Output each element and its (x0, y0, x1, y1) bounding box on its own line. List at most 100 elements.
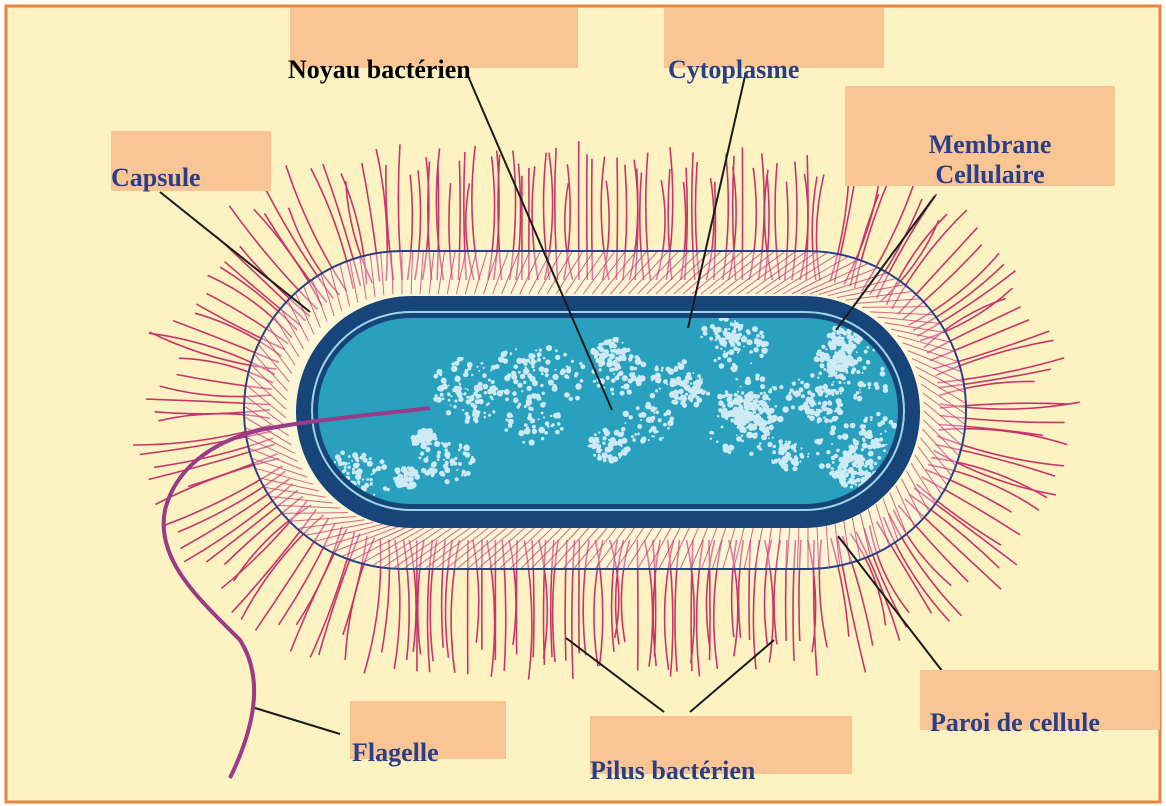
nucleoid-speck (571, 360, 574, 363)
nucleoid-speck (752, 414, 754, 416)
nucleoid-speck (819, 352, 825, 358)
nucleoid-speck (820, 409, 823, 412)
nucleoid-speck (589, 444, 593, 448)
nucleoid-speck (575, 396, 580, 401)
nucleoid-speck (674, 389, 678, 393)
nucleoid-speck (767, 416, 769, 418)
nucleoid-speck (453, 405, 457, 409)
nucleoid-speck (478, 370, 480, 372)
nucleoid-speck (856, 351, 858, 353)
nucleoid-speck (437, 458, 440, 461)
nucleoid-speck (505, 428, 509, 432)
nucleoid-speck (714, 359, 717, 362)
nucleoid-speck (758, 421, 764, 427)
nucleoid-speck (862, 443, 868, 449)
nucleoid-speck (530, 361, 535, 366)
nucleoid-speck (618, 371, 623, 376)
nucleoid-speck (872, 445, 876, 449)
nucleoid-speck (729, 403, 732, 406)
nucleoid-speck (732, 363, 736, 367)
nucleoid-speck (547, 425, 550, 428)
nucleoid-speck (539, 348, 542, 351)
nucleoid-speck (837, 353, 843, 359)
nucleoid-speck (555, 355, 560, 360)
label-cytoplasme: Cytoplasme (668, 55, 799, 85)
nucleoid-speck (822, 384, 828, 390)
nucleoid-speck (668, 420, 673, 425)
nucleoid-speck (784, 464, 786, 466)
nucleoid-speck (359, 474, 361, 476)
nucleoid-speck (847, 381, 851, 385)
nucleoid-speck (782, 456, 788, 462)
nucleoid-speck (411, 471, 415, 475)
nucleoid-speck (555, 430, 560, 435)
nucleoid-speck (396, 470, 400, 474)
nucleoid-speck (715, 346, 719, 350)
nucleoid-speck (866, 473, 871, 478)
nucleoid-speck (825, 395, 828, 398)
nucleoid-speck (442, 397, 445, 400)
nucleoid-speck (655, 389, 658, 392)
nucleoid-speck (823, 416, 826, 419)
nucleoid-speck (613, 350, 616, 353)
nucleoid-speck (799, 453, 803, 457)
nucleoid-speck (369, 457, 372, 460)
nucleoid-speck (663, 379, 668, 384)
nucleoid-speck (862, 438, 865, 441)
nucleoid-speck (588, 437, 594, 443)
nucleoid-speck (853, 368, 856, 371)
nucleoid-speck (369, 478, 372, 481)
nucleoid-speck (650, 419, 654, 423)
nucleoid-speck (837, 342, 839, 344)
nucleoid-speck (366, 478, 369, 481)
nucleoid-speck (497, 390, 503, 396)
nucleoid-speck (524, 428, 530, 434)
nucleoid-speck (353, 463, 359, 469)
nucleoid-speck (740, 431, 742, 433)
nucleoid-speck (819, 463, 825, 469)
nucleoid-speck (752, 427, 755, 430)
nucleoid-speck (427, 456, 429, 458)
nucleoid-speck (760, 384, 765, 389)
nucleoid-speck (831, 443, 833, 445)
nucleoid-speck (737, 391, 739, 393)
nucleoid-speck (843, 468, 848, 473)
nucleoid-speck (680, 401, 684, 405)
nucleoid-speck (441, 473, 445, 477)
nucleoid-speck (436, 454, 440, 458)
nucleoid-speck (367, 461, 373, 467)
nucleoid-speck (699, 377, 701, 379)
nucleoid-speck (357, 480, 361, 484)
nucleoid-speck (619, 457, 621, 459)
nucleoid-speck (628, 378, 633, 383)
nucleoid-speck (690, 383, 692, 385)
nucleoid-speck (618, 452, 623, 457)
nucleoid-speck (612, 337, 618, 343)
nucleoid-speck (764, 341, 769, 346)
nucleoid-speck (725, 390, 728, 393)
nucleoid-speck (444, 385, 447, 388)
nucleoid-speck (517, 405, 520, 408)
nucleoid-speck (794, 455, 797, 458)
nucleoid-speck (484, 416, 487, 419)
nucleoid-speck (444, 448, 447, 451)
nucleoid-speck (541, 412, 544, 415)
nucleoid-speck (443, 443, 448, 448)
nucleoid-speck (885, 430, 887, 432)
nucleoid-speck (542, 392, 545, 395)
nucleoid-speck (700, 336, 703, 339)
nucleoid-speck (472, 404, 477, 409)
nucleoid-speck (719, 363, 725, 369)
nucleoid-speck (668, 368, 674, 374)
nucleoid-speck (849, 446, 851, 448)
nucleoid-speck (883, 416, 888, 421)
nucleoid-speck (818, 389, 824, 395)
nucleoid-speck (544, 368, 549, 373)
nucleoid-speck (739, 414, 745, 420)
nucleoid-speck (541, 372, 544, 375)
nucleoid-speck (503, 358, 509, 364)
nucleoid-speck (620, 391, 625, 396)
nucleoid-speck (702, 378, 704, 380)
nucleoid-speck (870, 419, 872, 421)
nucleoid-speck (699, 389, 704, 394)
